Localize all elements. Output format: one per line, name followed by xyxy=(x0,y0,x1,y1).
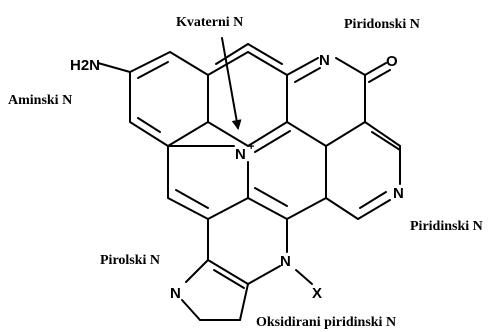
amine-group-label: H2N xyxy=(70,57,100,74)
pyrrolic-n-atom: N xyxy=(170,285,181,302)
annotation-labels: Kvaterni N Piridonski N Aminski N Piridi… xyxy=(8,15,483,330)
label-pyrrolic: Pirolski N xyxy=(100,253,160,268)
pyridonic-n-atom: N xyxy=(319,52,330,69)
atom-labels: H2N N O N N + N X N xyxy=(70,52,404,302)
quaternary-charge: + xyxy=(248,141,254,153)
label-quaternary: Kvaterni N xyxy=(176,15,243,30)
label-amino: Aminski N xyxy=(8,93,72,108)
x-substituent: X xyxy=(312,285,322,302)
label-pyridinic: Piridinski N xyxy=(410,219,483,234)
carbonyl-o-atom: O xyxy=(386,53,398,70)
quaternary-n-atom: N xyxy=(235,146,246,163)
pyridinic-n-atom: N xyxy=(393,185,404,202)
label-pyridonic: Piridonski N xyxy=(344,17,420,32)
label-oxidized-pyridinic: Oksidirani piridinski N xyxy=(256,315,396,330)
bond-skeleton xyxy=(97,37,401,321)
oxidized-n-atom: N xyxy=(280,253,291,270)
